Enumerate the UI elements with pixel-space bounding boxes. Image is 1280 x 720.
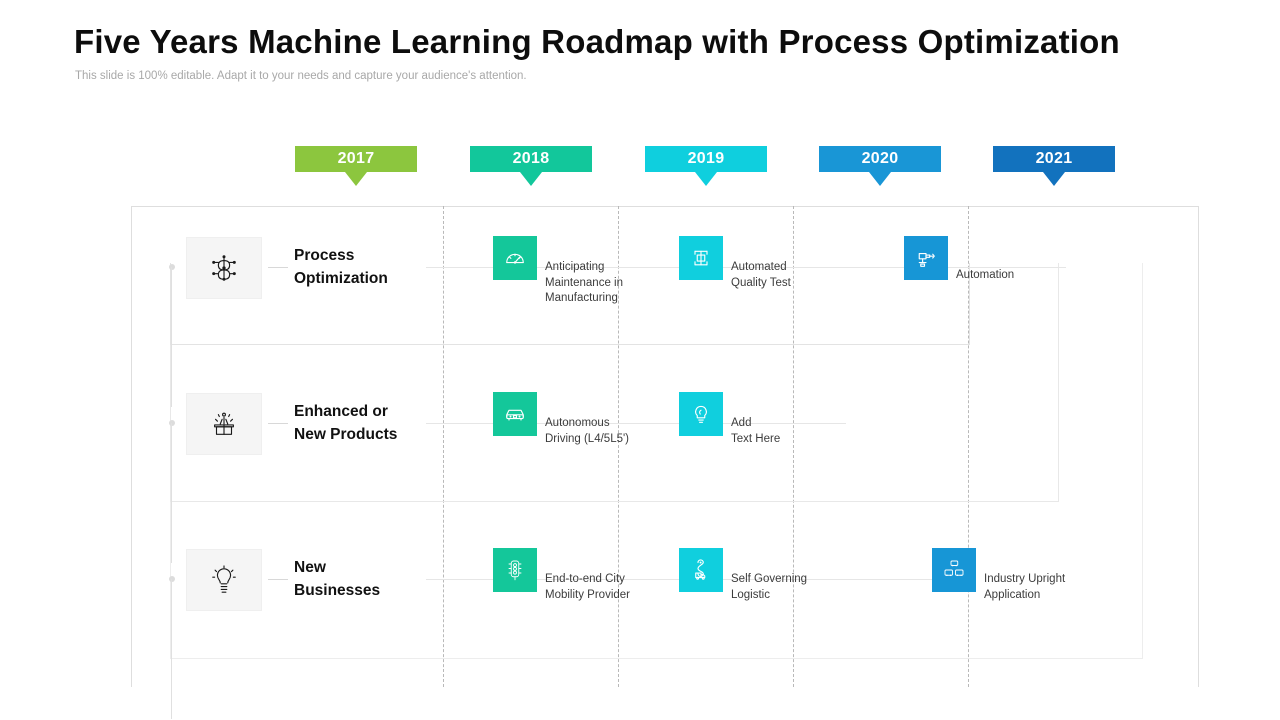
vehicle-fleet-icon (942, 558, 966, 582)
neural-network-icon (209, 253, 239, 283)
milestone-icon-tile[interactable] (679, 236, 723, 280)
year-badge-2021[interactable]: 2021 (993, 146, 1115, 186)
traffic-light-icon (503, 558, 527, 582)
year-label: 2021 (993, 146, 1115, 172)
milestone-icon-tile[interactable] (679, 548, 723, 592)
grid-dashed-line-1 (618, 206, 619, 687)
year-arrow-icon (1043, 172, 1065, 186)
roadmap-outer-frame (131, 206, 1199, 687)
year-arrow-icon (869, 172, 891, 186)
grid-dashed-line-0 (443, 206, 444, 687)
category-connector-dash (268, 423, 288, 424)
year-badge-2019[interactable]: 2019 (645, 146, 767, 186)
milestone-icon-tile[interactable] (493, 236, 537, 280)
year-arrow-icon (345, 172, 367, 186)
category-connector-dash (268, 579, 288, 580)
lightbulb-idea-icon (209, 565, 239, 595)
row-horizontal-connector (426, 423, 846, 424)
page-title: Five Years Machine Learning Roadmap with… (74, 23, 1120, 60)
category-icon-tile-2[interactable] (186, 549, 262, 611)
year-label: 2019 (645, 146, 767, 172)
gift-sparkle-icon (209, 409, 239, 439)
row-vertical-rail (171, 579, 172, 719)
robotic-drill-icon (914, 246, 938, 270)
milestone-icon-tile[interactable] (493, 392, 537, 436)
milestone-icon-tile[interactable] (493, 548, 537, 592)
year-label: 2017 (295, 146, 417, 172)
year-arrow-icon (695, 172, 717, 186)
grid-dashed-line-3 (968, 206, 969, 687)
milestone-icon-tile[interactable] (679, 392, 723, 436)
row-vertical-rail (171, 423, 172, 563)
category-icon-tile-0[interactable] (186, 237, 262, 299)
milestone-icon-tile[interactable] (904, 236, 948, 280)
category-icon-tile-1[interactable] (186, 393, 262, 455)
row-vertical-rail (171, 267, 172, 407)
band-box-process-optimization (170, 263, 970, 345)
speedometer-icon (503, 246, 527, 270)
category-connector-dash (268, 267, 288, 268)
car-icon (503, 402, 527, 426)
milestone-icon-tile[interactable] (932, 548, 976, 592)
row-anchor-dot (169, 264, 175, 270)
year-badge-2017[interactable]: 2017 (295, 146, 417, 186)
grid-dashed-line-2 (793, 206, 794, 687)
band-box-enhanced-products (170, 263, 1059, 502)
year-badge-2018[interactable]: 2018 (470, 146, 592, 186)
logistics-route-icon (689, 558, 713, 582)
year-badge-2020[interactable]: 2020 (819, 146, 941, 186)
bulb-thumb-icon (689, 402, 713, 426)
year-label: 2018 (470, 146, 592, 172)
page-subtitle: This slide is 100% editable. Adapt it to… (75, 70, 527, 82)
row-horizontal-connector (426, 267, 1066, 268)
year-label: 2020 (819, 146, 941, 172)
milestone-label: Automation (956, 269, 1015, 281)
year-arrow-icon (520, 172, 542, 186)
quality-test-icon (689, 246, 713, 270)
row-anchor-dot (169, 576, 175, 582)
row-anchor-dot (169, 420, 175, 426)
